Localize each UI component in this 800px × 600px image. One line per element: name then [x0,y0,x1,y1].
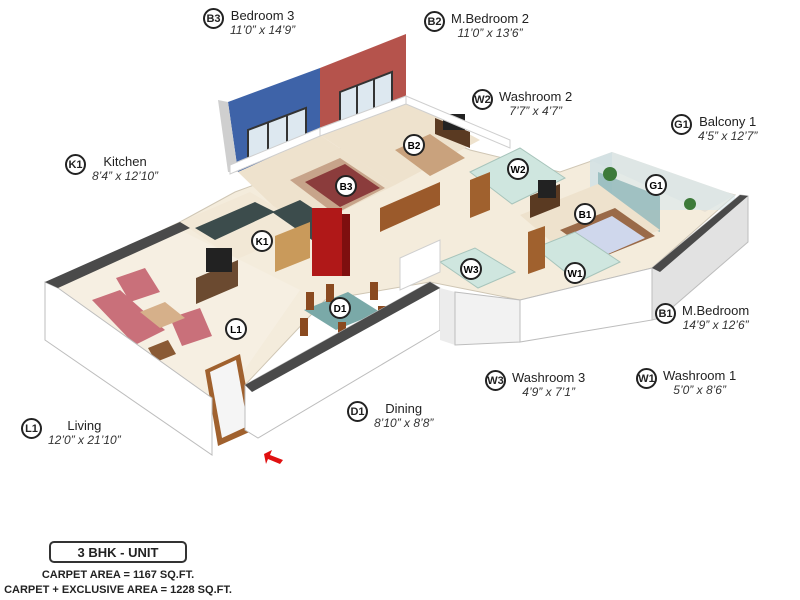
legend-kitchen: K1 Kitchen 8’4” x 12’10” [65,154,158,184]
outer-wall-front-2 [440,288,455,345]
room-dimensions: 14’9” x 12’6” [682,318,749,332]
legend-balcony1: G1 Balcony 1 4’5” x 12’7” [671,114,757,144]
legend-bedroom2: B2 M.Bedroom 2 11’0” x 13’6” [424,11,529,41]
side-lamp-table [148,340,176,362]
bedroom3-wall-top [218,100,238,172]
living-tv [206,248,232,272]
room-dimensions: 12’0” x 21’10” [48,433,121,447]
plan-badge-b1: B1 [574,203,596,225]
washroom1-door [528,226,545,274]
legend-badge: B2 [424,11,445,32]
room-name: Washroom 1 [663,368,737,383]
svg-text:B1: B1 [579,210,592,221]
balcony-glass-door [598,172,660,232]
legend-badge: W3 [485,370,506,391]
legend-bedroom3: B3 Bedroom 3 11’0” x 14’9” [203,8,295,38]
balcony-plant [603,167,617,181]
master-tv [538,180,556,198]
room-name: Living [67,418,102,433]
washroom3-wall [399,239,441,291]
legend-master-bedroom: B1 M.Bedroom 14’9” x 12’6” [655,303,749,333]
master-bed-cover [575,216,645,254]
dining-chair [300,318,308,336]
dining-chair [306,292,314,310]
legend-badge: W1 [636,368,657,389]
svg-text:K1: K1 [256,237,269,248]
legend-badge: W2 [472,89,493,110]
plan-badge-w2: W2 [507,158,529,180]
red-arrow-marker-icon [264,450,283,464]
plan-badge-w3: W3 [460,258,482,280]
room-dimensions: 5’0” x 8’6” [673,383,726,397]
legend-washroom2: W2 Washroom 2 7’7” x 4’7” [472,89,572,119]
outer-wall-front-1-top [245,282,440,392]
room-name: M.Bedroom [682,303,750,318]
legend-badge: D1 [347,401,368,422]
room-dimensions: 4’9” x 7’1” [522,385,575,399]
svg-text:L1: L1 [230,325,242,336]
room-name: Balcony 1 [699,114,757,129]
legend-living: L1 Living 12’0” x 21’10” [21,418,121,448]
dining-chair [370,282,378,300]
room-name: Kitchen [103,154,147,169]
kitchen-cabinet [275,222,310,272]
plan-badge-b2: B2 [403,134,425,156]
svg-text:B2: B2 [408,141,421,152]
legend-washroom1: W1 Washroom 1 5’0” x 8’6” [636,368,736,398]
unit-type-box: 3 BHK - UNIT [49,541,187,563]
svg-text:W3: W3 [464,265,479,276]
plan-badge-k1: K1 [251,230,273,252]
plan-badge-w1: W1 [564,262,586,284]
svg-text:B3: B3 [340,182,353,193]
room-name: Washroom 3 [512,370,586,385]
svg-text:D1: D1 [334,304,347,315]
legend-dining: D1 Dining 8’10” x 8’8” [347,401,433,431]
room-dimensions: 7’7” x 4’7” [509,104,562,118]
legend-badge: K1 [65,154,86,175]
room-dimensions: 11’0” x 14’9” [230,23,296,37]
room-dimensions: 4’5” x 12’7” [698,129,758,143]
svg-text:W2: W2 [511,165,526,176]
plan-badge-l1: L1 [225,318,247,340]
plan-badge-g1: G1 [645,174,667,196]
room-name: Washroom 2 [499,89,573,104]
room-dimensions: 8’10” x 8’8” [374,416,434,430]
outer-wall-left [44,281,213,456]
refrigerator-side [342,214,350,276]
svg-text:G1: G1 [649,181,663,192]
outer-wall-right-top [652,195,748,272]
room-dimensions: 8’4” x 12’10” [92,169,159,183]
washroom2-door [470,172,490,218]
svg-text:W1: W1 [568,269,583,280]
room-name: M.Bedroom 2 [451,11,530,26]
legend-badge: B3 [203,8,224,29]
outer-wall-front-3 [454,291,521,346]
legend-badge: G1 [671,114,692,135]
coffee-table [140,302,185,328]
legend-badge: L1 [21,418,42,439]
legend-washroom3: W3 Washroom 3 4’9” x 7’1” [485,370,585,400]
partition-wall-3 [405,95,511,149]
room-dimensions: 11’0” x 13’6” [457,26,523,40]
main-door-panel [210,360,248,438]
dining-chair [326,284,334,302]
bedroom3-wardrobe [380,182,440,232]
sofa-long [92,290,165,345]
balcony-plant [684,198,696,210]
plan-badge-b3: B3 [335,175,357,197]
kitchen-counter [195,202,275,240]
refrigerator [312,208,342,276]
outer-wall-left-top [45,222,190,288]
legend-badge: B1 [655,303,676,324]
washroom1-floor [534,231,622,283]
carpet-area: CARPET AREA = 1167 SQ.FT. [41,569,195,581]
sofa-chair-1 [116,268,160,302]
room-name: Dining [385,401,423,416]
room-name: Bedroom 3 [230,8,295,23]
plan-badge-d1: D1 [329,297,351,319]
carpet-exclusive-area: CARPET + EXCLUSIVE AREA = 1228 SQ.FT. [4,584,232,596]
